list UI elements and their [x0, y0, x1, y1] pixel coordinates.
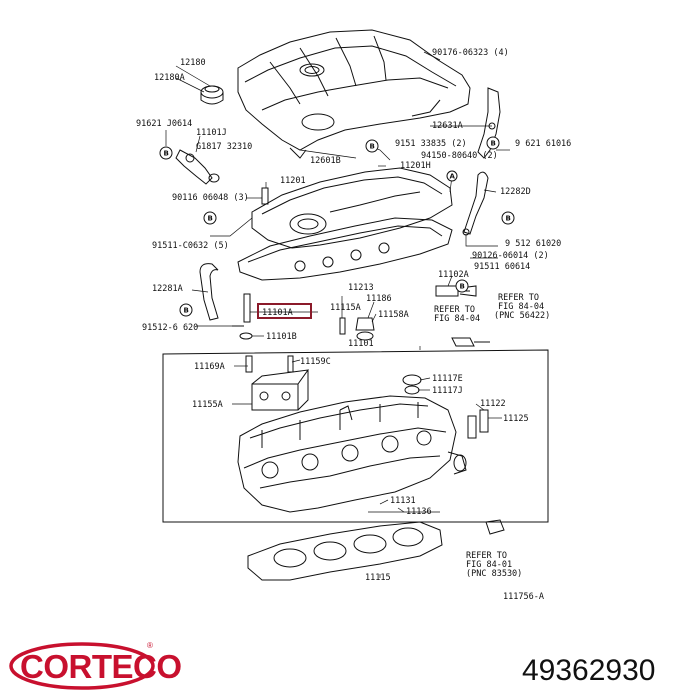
refer-note-3-line1: REFER TO	[466, 551, 507, 561]
callout-11155A: 11155A	[192, 400, 223, 410]
bubble-b-7	[179, 303, 193, 317]
callout-11101B: 11101B	[266, 332, 297, 342]
pcv-valve	[175, 149, 269, 205]
refer-note-2-line1: REFER TO	[498, 293, 539, 303]
callout-91511-C0632: 91511-C0632 (5)	[152, 241, 229, 251]
callout-12631A: 12631A	[432, 121, 463, 131]
callout-11115A: 11115A	[330, 303, 361, 313]
callout-11169A: 11169A	[194, 362, 225, 372]
cylinder-head-cover	[237, 29, 471, 159]
callout-90817-32310: G1817 32310	[196, 142, 252, 152]
leader-lines-mid	[232, 359, 502, 513]
callout-11101: 11101	[348, 339, 374, 349]
callout-11117E: 11117E	[432, 374, 463, 384]
labels-top: 12180 12180A 90176-06323 (4) 91621 J0614…	[136, 48, 571, 349]
callout-11102A: 11102A	[438, 270, 469, 280]
callout-11101A: 11101A	[262, 308, 293, 318]
bubble-b-2	[365, 139, 379, 153]
callout-12281A: 12281A	[152, 284, 183, 294]
callout-12180A: 12180A	[154, 73, 185, 83]
reference-bubbles: B B B B B B B A	[159, 136, 515, 317]
callout-91512-60620: 91512-6 620	[142, 323, 198, 333]
highlighted-callout-11101A[interactable]: 11101A	[257, 303, 312, 319]
brand-logo-oval	[9, 642, 155, 690]
refer-note-2-line3: (PNC 56422)	[494, 311, 550, 321]
callout-91621-61016: 9 621 61016	[515, 139, 571, 149]
callout-11136: 11136	[406, 507, 432, 517]
callout-11101J: 11101J	[196, 128, 227, 138]
callout-91512-61020: 9 512 61020	[505, 239, 561, 249]
callout-91511-60614: 91511 60614	[474, 262, 530, 272]
callout-12282D: 12282D	[500, 187, 531, 197]
bubble-b-3	[486, 136, 500, 150]
bubble-b-1-label: B	[164, 150, 169, 158]
brand-name: CORTECO	[20, 648, 182, 685]
bubble-a	[446, 170, 458, 182]
bubble-b-2-label: B	[370, 143, 375, 151]
callout-11201H: 11201H	[400, 161, 431, 171]
callout-12601B: 12601B	[310, 156, 341, 166]
bubble-b-4-label: B	[208, 215, 213, 223]
refer-note-1-line2: FIG 84-04	[434, 314, 480, 324]
labels-bottom: REFER TO FIG 84-01 (PNC 83530) 11115 111…	[365, 551, 544, 602]
breather-hose	[199, 263, 490, 347]
callout-90126-06014: 90126-06014 (2)	[472, 251, 549, 261]
labels-mid: 11169A 11159C 11155A 11117E 11117J 11122…	[192, 357, 529, 517]
callout-91621-J0614: 91621 J0614	[136, 119, 192, 129]
callout-11201: 11201	[280, 176, 306, 186]
bubble-b-3-label: B	[491, 140, 496, 148]
callout-11158A: 11158A	[378, 310, 409, 320]
brand-logo: CORTECO ®	[9, 641, 182, 690]
callout-90116-06048: 90116 06048 (3)	[172, 193, 249, 203]
callout-11131: 11131	[390, 496, 416, 506]
callout-11213: 11213	[348, 283, 374, 293]
bubble-b-4	[203, 211, 217, 225]
refer-note-2-line2: FIG 84-04	[498, 302, 544, 312]
callout-12180: 12180	[180, 58, 206, 68]
bubble-b-7-label: B	[184, 307, 189, 315]
callout-11159C: 11159C	[300, 357, 331, 367]
cover-gasket-and-plate	[237, 167, 453, 281]
callout-90176-06323: 90176-06323 (4)	[432, 48, 509, 58]
callout-11122: 11122	[480, 399, 506, 409]
callout-11117J: 11117J	[432, 386, 463, 396]
callout-11115: 11115	[365, 573, 391, 583]
bubble-b-1	[159, 146, 173, 160]
callout-11125: 11125	[503, 414, 529, 424]
refer-note-1-line1: REFER TO	[434, 305, 475, 315]
callout-91511-33835: 9151 33835 (2)	[395, 139, 467, 149]
refer-note-3-line2: FIG 84-01	[466, 560, 512, 570]
bubble-b-5	[501, 211, 515, 225]
part-number: 49362930	[522, 654, 655, 687]
callout-11186: 11186	[366, 294, 392, 304]
cylinder-head	[237, 355, 489, 513]
bubble-a-label: A	[450, 173, 456, 181]
highlight-box	[257, 303, 312, 319]
bubble-b-6	[455, 279, 469, 293]
oil-filler-cap	[200, 85, 224, 105]
registered-mark: ®	[147, 641, 153, 650]
bubble-b-5-label: B	[506, 215, 511, 223]
refer-note-3-line3: (PNC 83530)	[466, 569, 522, 579]
bubble-b-6-label: B	[460, 283, 465, 291]
cylinder-head-gasket	[247, 519, 505, 581]
head-assembly-frame	[162, 349, 549, 523]
callout-94150-80640: 94150-80640 (2)	[421, 151, 498, 161]
drawing-code: 111756-A	[503, 592, 544, 602]
